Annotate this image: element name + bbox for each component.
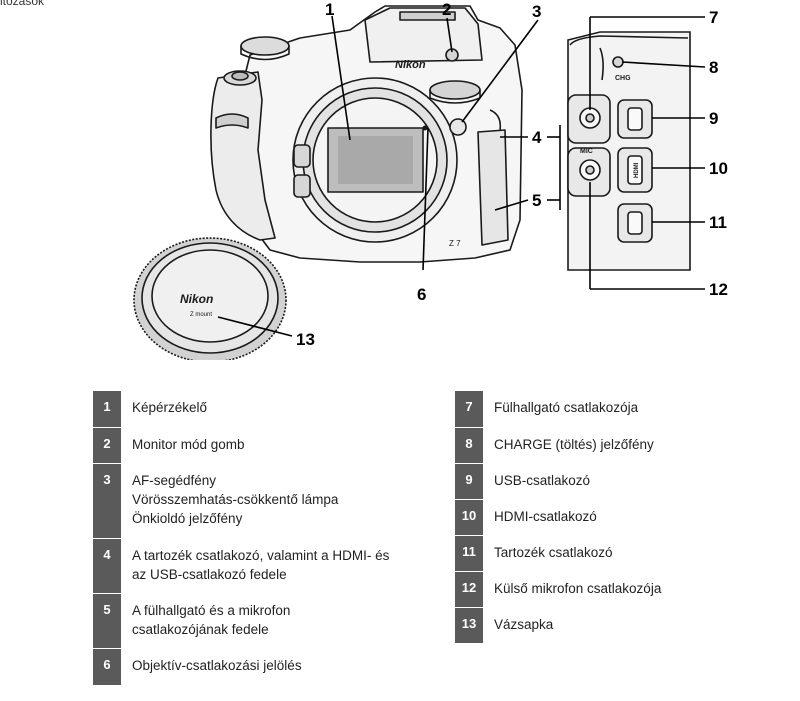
legend-text: Monitor mód gomb: [132, 437, 245, 452]
callout-12: 12: [709, 280, 728, 299]
chg-label: CHG: [615, 75, 631, 82]
legend-text: A tartozék csatlakozó, valamint a HDMI- …: [132, 548, 390, 582]
body-cap: [133, 237, 287, 360]
legend-item-10: 10 HDMI-csatlakozó: [455, 500, 695, 536]
legend-item-13: 13 Vázsapka: [455, 608, 695, 644]
legend-text: Objektív-csatlakozási jelölés: [132, 658, 302, 673]
legend-item-5: 5 A fülhallgató és a mikrofon csatlakozó…: [93, 594, 435, 649]
legend-number: 2: [93, 428, 121, 463]
callout-9: 9: [709, 109, 718, 128]
legend-right: 7 Fülhallgató csatlakozója 8 CHARGE (töl…: [455, 391, 695, 644]
hdmi-label: HDMI: [634, 162, 640, 178]
legend-number: 1: [93, 391, 121, 427]
legend-text: CHARGE (töltés) jelzőfény: [494, 437, 654, 452]
corner-heading-fragment: itozások: [0, 0, 45, 8]
legend-text: HDMI-csatlakozó: [494, 509, 597, 524]
cap-brand-text: Nikon: [180, 292, 213, 306]
legend-number: 13: [455, 608, 483, 643]
legend-item-1: 1 Képérzékelő: [93, 391, 435, 428]
legend-number: 4: [93, 539, 121, 593]
callout-4: 4: [532, 128, 542, 147]
callout-10: 10: [709, 159, 728, 178]
legend-item-2: 2 Monitor mód gomb: [93, 428, 435, 464]
legend-text: Képérzékelő: [132, 400, 208, 415]
legend-number: 8: [455, 428, 483, 463]
camera-body: [210, 5, 523, 263]
camera-brand-text: Nikon: [395, 59, 426, 71]
legend-number: 9: [455, 464, 483, 499]
legend-text: AF-segédfény Vörösszemhatás-csökkentő lá…: [132, 473, 339, 526]
camera-model-text: Z 7: [449, 239, 461, 248]
legend-text: USB-csatlakozó: [494, 473, 591, 488]
legend-number: 10: [455, 500, 483, 535]
legend-number: 12: [455, 572, 483, 607]
legend-text: Külső mikrofon csatlakozója: [494, 581, 662, 596]
legend-item-8: 8 CHARGE (töltés) jelzőfény: [455, 428, 695, 464]
callout-8: 8: [709, 58, 718, 77]
legend-text: Fülhallgató csatlakozója: [494, 400, 639, 415]
legend-number: 5: [93, 594, 121, 648]
callout-5: 5: [532, 191, 541, 210]
legend-text: Tartozék csatlakozó: [494, 545, 613, 560]
camera-diagram: Nikon Z 7 Nikon Z mount CHG MIC HDMI: [133, 0, 728, 360]
legend-item-4: 4 A tartozék csatlakozó, valamint a HDMI…: [93, 539, 435, 594]
callout-11: 11: [709, 213, 727, 232]
legend-text: Vázsapka: [494, 617, 554, 632]
legend-number: 3: [93, 464, 121, 538]
legend-item-6: 6 Objektív-csatlakozási jelölés: [93, 649, 435, 686]
port-panel: [567, 31, 691, 271]
legend-item-12: 12 Külső mikrofon csatlakozója: [455, 572, 695, 608]
legend-number: 6: [93, 649, 121, 685]
callout-13: 13: [296, 330, 315, 349]
callout-1: 1: [325, 0, 334, 19]
legend-item-3: 3 AF-segédfény Vörösszemhatás-csökkentő …: [93, 464, 435, 539]
legend-item-7: 7 Fülhallgató csatlakozója: [455, 391, 695, 428]
legend-text: A fülhallgató és a mikrofon csatlakozójá…: [132, 603, 291, 637]
cap-mount-text: Z mount: [190, 312, 212, 318]
legend-left: 1 Képérzékelő 2 Monitor mód gomb 3 AF-se…: [93, 391, 435, 686]
callout-3: 3: [532, 2, 541, 21]
legend-item-9: 9 USB-csatlakozó: [455, 464, 695, 500]
callout-6: 6: [417, 285, 426, 304]
legend-number: 11: [455, 536, 483, 571]
callout-2: 2: [442, 0, 451, 19]
mic-label: MIC: [580, 148, 593, 155]
leader-lines: [217, 15, 706, 337]
legend-number: 7: [455, 391, 483, 427]
legend-item-11: 11 Tartozék csatlakozó: [455, 536, 695, 572]
callout-7: 7: [709, 8, 718, 27]
